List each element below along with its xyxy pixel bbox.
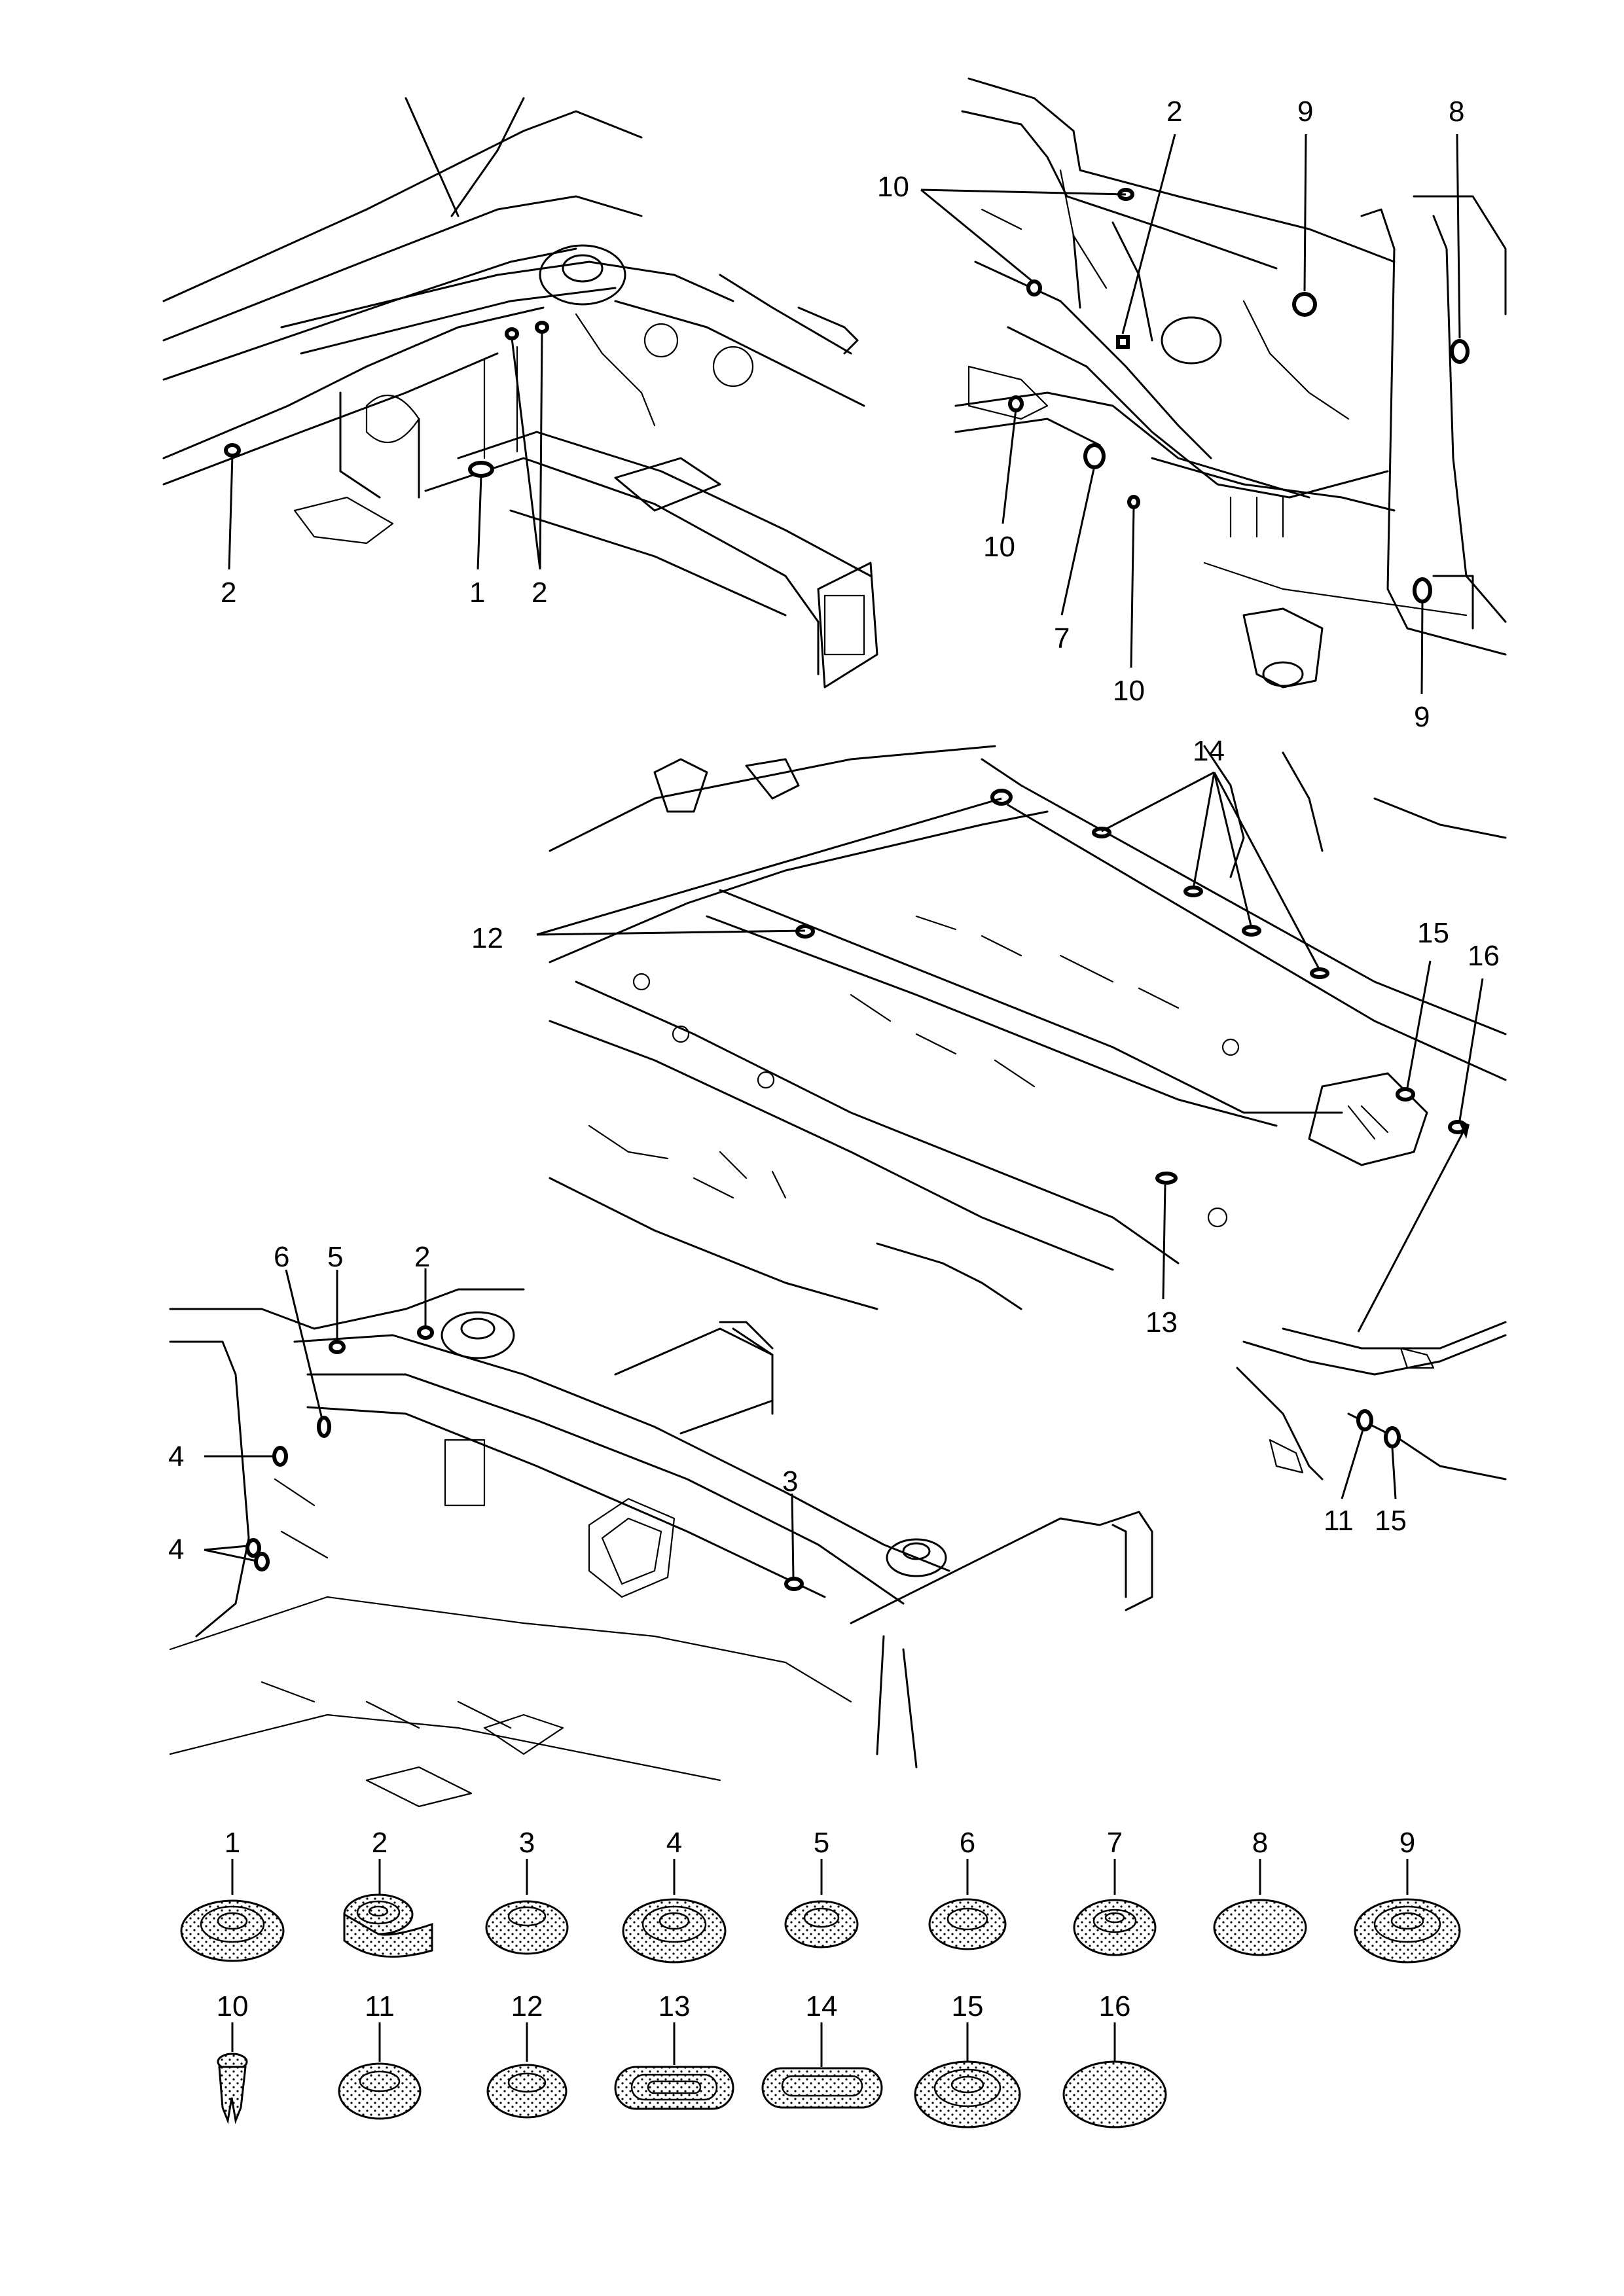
small-plug-icon <box>485 1900 569 1955</box>
body-structure-illustration <box>169 1288 1153 1808</box>
part-number: 5 <box>814 1827 829 1859</box>
round-grommet-icon <box>1354 1898 1461 1964</box>
legend-item-12[interactable]: 12 <box>486 1990 568 2119</box>
part-number: 13 <box>659 1990 691 2022</box>
tape-roll-icon <box>343 1893 433 1958</box>
callout-label: 9 <box>1297 96 1313 128</box>
body-structure-illustration <box>1236 1321 1507 1480</box>
view-front-left-wheelhouse: 2 1 2 <box>162 97 878 689</box>
small-plug-icon <box>784 1900 859 1948</box>
legend-item-14[interactable]: 14 <box>761 1990 883 2109</box>
callout-label: 11 <box>1324 1505 1354 1537</box>
callout-label: 10 <box>983 531 1015 563</box>
part-number: 8 <box>1252 1827 1268 1859</box>
part-number: 10 <box>217 1990 249 2022</box>
solid-plug-icon <box>1213 1899 1307 1956</box>
callout-label: 10 <box>1113 675 1145 707</box>
round-grommet-icon <box>622 1898 727 1964</box>
legend-item-6[interactable]: 6 <box>928 1827 1007 1950</box>
solid-plug-icon <box>1062 2060 1167 2128</box>
legend-item-15[interactable]: 15 <box>914 1990 1021 2128</box>
callout-label: 8 <box>1449 96 1464 128</box>
legend-item-1[interactable]: 1 <box>180 1827 285 1962</box>
callout-label: 16 <box>1468 940 1500 972</box>
legend-item-5[interactable]: 5 <box>784 1827 859 1948</box>
part-number: 9 <box>1399 1827 1415 1859</box>
body-structure-illustration <box>954 77 1507 689</box>
callout-label: 15 <box>1417 917 1449 949</box>
part-number: 3 <box>519 1827 535 1859</box>
small-plug-icon <box>1073 1899 1157 1956</box>
parts-legend: 1 2 3 4 <box>180 1827 1461 2128</box>
part-number: 4 <box>666 1827 682 1859</box>
oval-grommet-icon <box>614 2066 734 2110</box>
callout-label: 3 <box>782 1465 798 1498</box>
callout-label: 4 <box>168 1441 184 1473</box>
part-number: 7 <box>1107 1827 1123 1859</box>
oval-plug-icon <box>761 2067 883 2109</box>
callout-label: 5 <box>327 1241 343 1273</box>
callout-label: 1 <box>469 577 485 609</box>
callout-label: 2 <box>221 577 236 609</box>
view-floor-detail: 11 15 <box>1236 1321 1507 1537</box>
legend-item-8[interactable]: 8 <box>1213 1827 1307 1956</box>
callout-label: 2 <box>414 1241 430 1273</box>
legend-item-7[interactable]: 7 <box>1073 1827 1157 1956</box>
part-number: 15 <box>952 1990 984 2022</box>
small-plug-icon <box>928 1898 1007 1950</box>
part-number: 12 <box>511 1990 543 2022</box>
legend-item-11[interactable]: 11 <box>338 1990 422 2120</box>
callout-label: 10 <box>877 171 909 203</box>
legend-item-13[interactable]: 13 <box>614 1990 734 2110</box>
body-structure-illustration <box>162 97 878 689</box>
callout-label: 15 <box>1375 1505 1407 1537</box>
callout-label: 4 <box>168 1534 184 1566</box>
legend-item-9[interactable]: 9 <box>1354 1827 1461 1964</box>
legend-item-3[interactable]: 3 <box>485 1827 569 1955</box>
callout-label: 6 <box>274 1241 289 1273</box>
small-plug-icon <box>486 2064 568 2119</box>
small-plug-icon <box>338 2062 422 2120</box>
view-front-bulkhead: 6 5 2 4 4 3 <box>168 1241 1153 1808</box>
part-number: 1 <box>225 1827 240 1859</box>
legend-item-16[interactable]: 16 <box>1062 1990 1167 2128</box>
part-number: 16 <box>1099 1990 1131 2022</box>
legend-item-10[interactable]: 10 <box>217 1990 249 2125</box>
legend-item-2[interactable]: 2 <box>343 1827 433 1958</box>
callout-label: 7 <box>1054 622 1070 655</box>
legend-item-4[interactable]: 4 <box>622 1827 727 1964</box>
view-front-right-wheelhouse: 2 9 8 10 10 7 10 9 <box>877 77 1507 733</box>
view-floor-pan: 14 12 15 16 13 <box>471 735 1507 1338</box>
part-number: 2 <box>372 1827 388 1859</box>
part-number: 6 <box>960 1827 975 1859</box>
callout-label: 2 <box>532 577 547 609</box>
callout-label: 13 <box>1146 1306 1178 1338</box>
body-structure-illustration <box>549 745 1507 1310</box>
callout-label: 9 <box>1414 701 1430 733</box>
clip-icon <box>217 2053 248 2125</box>
round-grommet-icon <box>914 2060 1021 2128</box>
part-number: 11 <box>365 1990 395 2022</box>
callout-label: 14 <box>1193 735 1225 767</box>
callout-label: 2 <box>1166 96 1182 128</box>
round-grommet-icon <box>180 1899 285 1962</box>
part-number: 14 <box>806 1990 838 2022</box>
callout-label: 12 <box>471 922 503 954</box>
